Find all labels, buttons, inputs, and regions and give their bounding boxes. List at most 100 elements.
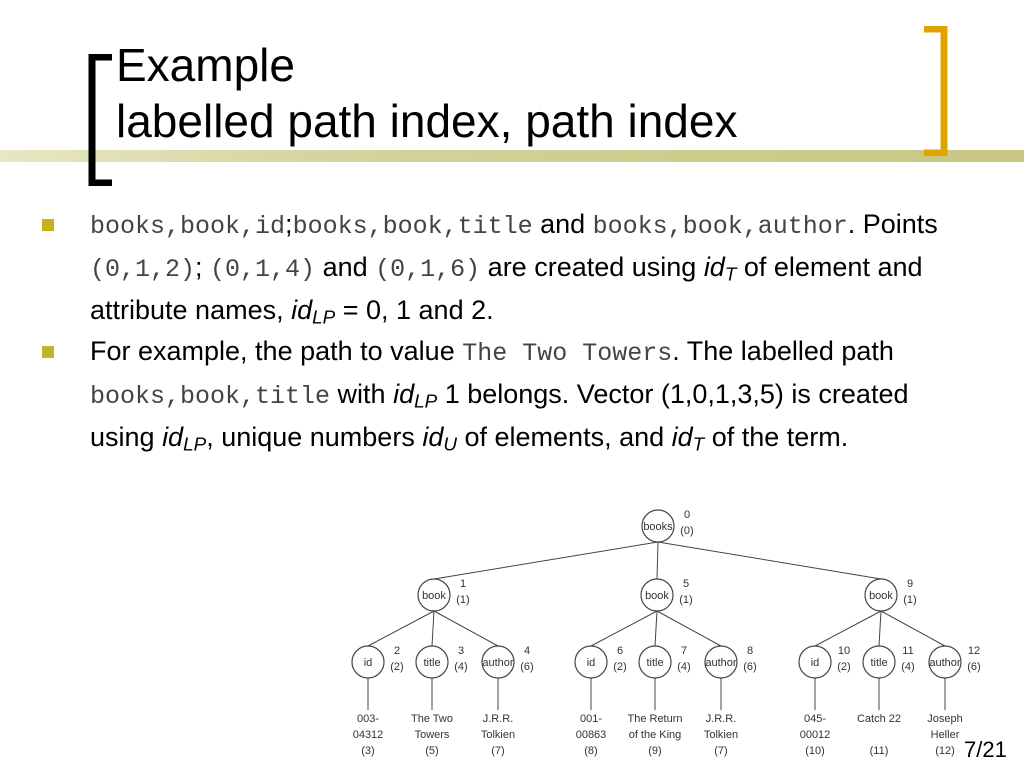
id-subscript: T (724, 264, 737, 286)
slide-title: Example labelled path index, path index (116, 38, 748, 150)
leaf-id-node (798, 645, 832, 679)
text-fragment: 1 belongs. Vector (1,0,1,3,5) is created… (90, 379, 909, 452)
id-subscript: LP (414, 391, 438, 413)
leaf-id-node-id: 2 (394, 645, 400, 657)
leaf-id-node (574, 645, 608, 679)
value-text: Tolkien (704, 729, 738, 741)
page-number: 7/21 (964, 737, 1007, 762)
leaf-id-node-term: (2) (613, 661, 626, 673)
leaf-title-node-id: 7 (681, 645, 687, 657)
title-line-2: labelled path index, path index (116, 95, 738, 147)
value-text: of the King (629, 729, 682, 741)
bullet-square-icon (42, 346, 54, 358)
leaf-id-node (351, 645, 385, 679)
tree-edge (590, 610, 658, 647)
code-label-path-title: books,book,title (292, 212, 533, 241)
leaf-title-node-label: title (646, 657, 663, 669)
value-text: 003- (357, 713, 379, 725)
code-point-1: (0,1,2) (90, 255, 196, 284)
leaf-author-node-term: (6) (967, 661, 980, 673)
text-fragment: = 0, 1 and 2. (335, 295, 494, 325)
book-node (640, 578, 674, 612)
value-text: J.R.R. (483, 713, 514, 725)
text-fragment: For example, the path to value (90, 336, 463, 366)
leaf-author-node-id: 4 (524, 645, 530, 657)
leaf-id-node-id: 10 (838, 645, 850, 657)
leaf-title-node-id: 3 (458, 645, 464, 657)
leaf-author-node (928, 645, 962, 679)
leaf-author-node (481, 645, 515, 679)
title-underline-bar (0, 150, 1024, 162)
value-text: Catch 22 (857, 713, 901, 725)
value-text: (9) (648, 745, 661, 757)
book-node-id: 9 (907, 578, 913, 590)
tree-edge (880, 610, 946, 647)
book-node-id: 5 (683, 578, 689, 590)
book-node-label: book (869, 590, 893, 602)
text-fragment: . Points (847, 209, 938, 239)
tree-edge (656, 610, 722, 647)
value-text: 00012 (800, 729, 831, 741)
value-text: Towers (415, 729, 450, 741)
id-symbol: id (671, 422, 693, 452)
root-node-label: books (643, 521, 673, 533)
leaf-id-node-label: id (587, 657, 596, 669)
book-node-term: (1) (679, 594, 692, 606)
value-text: (3) (361, 745, 374, 757)
book-node (864, 578, 898, 612)
code-label-path-id: books,book,id (90, 212, 286, 241)
root-node (641, 509, 675, 543)
leaf-author-node-id: 8 (747, 645, 753, 657)
value-text: 00863 (576, 729, 607, 741)
value-text: (11) (870, 745, 889, 757)
value-text: (12) (935, 745, 955, 757)
text-fragment: ; (195, 252, 211, 282)
tree-edge (814, 610, 882, 647)
id-symbol: id (162, 422, 184, 452)
leaf-author-node (704, 645, 738, 679)
code-value-term: The Two Towers (462, 339, 673, 368)
book-node (417, 578, 451, 612)
book-node-term: (1) (456, 594, 469, 606)
tree-edge (654, 610, 658, 647)
leaf-title-node-label: title (423, 657, 440, 669)
leaf-author-node-label: author (705, 657, 737, 669)
text-fragment: of elements, and (457, 422, 672, 452)
text-fragment: ; (285, 209, 293, 239)
leaf-title-node-term: (4) (677, 661, 690, 673)
tree-edge (656, 541, 659, 580)
code-point-3: (0,1,6) (375, 255, 481, 284)
leaf-title-node-id: 11 (902, 645, 913, 657)
root-node-term: (0) (680, 525, 693, 537)
right-bracket-decoration (924, 26, 948, 156)
text-fragment: of element and attribute names, (90, 252, 923, 325)
id-subscript: LP (183, 434, 207, 456)
leaf-id-node-term: (2) (837, 661, 850, 673)
bullet-item-1: books,book,id;books,book,title and books… (34, 204, 954, 331)
text-fragment: . The labelled path (672, 336, 894, 366)
code-label-path-title: books,book,title (90, 382, 331, 411)
id-symbol: id (291, 295, 313, 325)
tree-edge (367, 610, 435, 647)
tree-edge (433, 610, 499, 647)
id-symbol: id (703, 252, 725, 282)
code-point-2: (0,1,4) (210, 255, 316, 284)
id-symbol: id (393, 379, 415, 409)
book-node-id: 1 (460, 578, 466, 590)
id-subscript: LP (312, 307, 336, 329)
leaf-id-node-id: 6 (617, 645, 623, 657)
tree-edge (431, 610, 435, 647)
text-fragment: and (532, 209, 593, 239)
id-symbol: id (422, 422, 444, 452)
text-fragment: with (330, 379, 394, 409)
value-text: (7) (491, 745, 504, 757)
value-text: The Return (627, 713, 682, 725)
bullet-list: books,book,id;books,book,title and books… (34, 204, 954, 458)
value-text: (8) (584, 745, 597, 757)
value-text: J.R.R. (706, 713, 737, 725)
value-text: 045- (804, 713, 826, 725)
value-text: Tolkien (481, 729, 515, 741)
bullet-square-icon (42, 219, 54, 231)
leaf-title-node (638, 645, 672, 679)
leaf-title-node (415, 645, 449, 679)
